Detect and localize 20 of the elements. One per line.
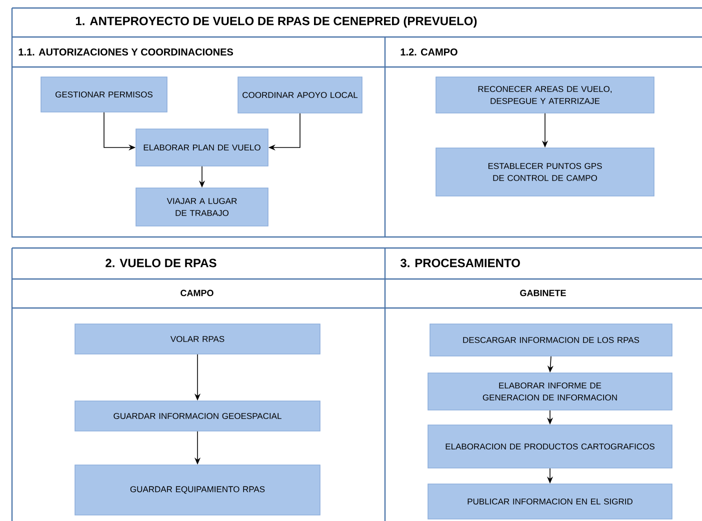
- process-box: COORDINAR APOYO LOCAL: [238, 76, 362, 114]
- process-box: RECONECER AREAS DE VUELO, DESPEGUE Y ATERRIZAJE: [436, 76, 654, 114]
- process-box: ESTABLECER PUNTOS GPS DE CONTROL DE CAMPO: [436, 148, 654, 196]
- process-box: GESTIONAR PERMISOS: [40, 76, 168, 112]
- process-box: GUARDAR INFORMACION GEOESPACIAL: [74, 400, 320, 432]
- header-text: 2. VUELO DE RPAS: [106, 258, 216, 268]
- process-box: GUARDAR EQUIPAMIENTO RPAS: [74, 464, 320, 516]
- header-text: 1. ANTEPROYECTO DE VUELO DE RPAS DE CENEPRED (PREVUELO): [76, 16, 477, 28]
- header-text: CAMPO: [180, 290, 214, 296]
- process-box: ELABORAR PLAN DE VUELO: [136, 128, 268, 166]
- process-box: VIAJAR A LUGAR DE TRABAJO: [136, 188, 268, 226]
- process-box: DESCARGAR INFORMACION DE LOS RPAS: [430, 324, 672, 356]
- header-text: 1.1. AUTORIZACIONES Y COORDINACIONES: [18, 48, 234, 56]
- header-text: 3. PROCESAMIENTO: [400, 258, 520, 268]
- process-box: VOLAR RPAS: [74, 324, 320, 354]
- header-text: 1.2. CAMPO: [400, 48, 458, 56]
- process-box: PUBLICAR INFORMACION EN EL SIGRID: [428, 484, 672, 520]
- process-box: ELABORACION DE PRODUCTOS CARTOGRAFICOS: [428, 424, 672, 468]
- process-box: ELABORAR INFORME DE GENERACION DE INFORMACION: [428, 372, 672, 410]
- header-text: GABINETE: [520, 290, 566, 296]
